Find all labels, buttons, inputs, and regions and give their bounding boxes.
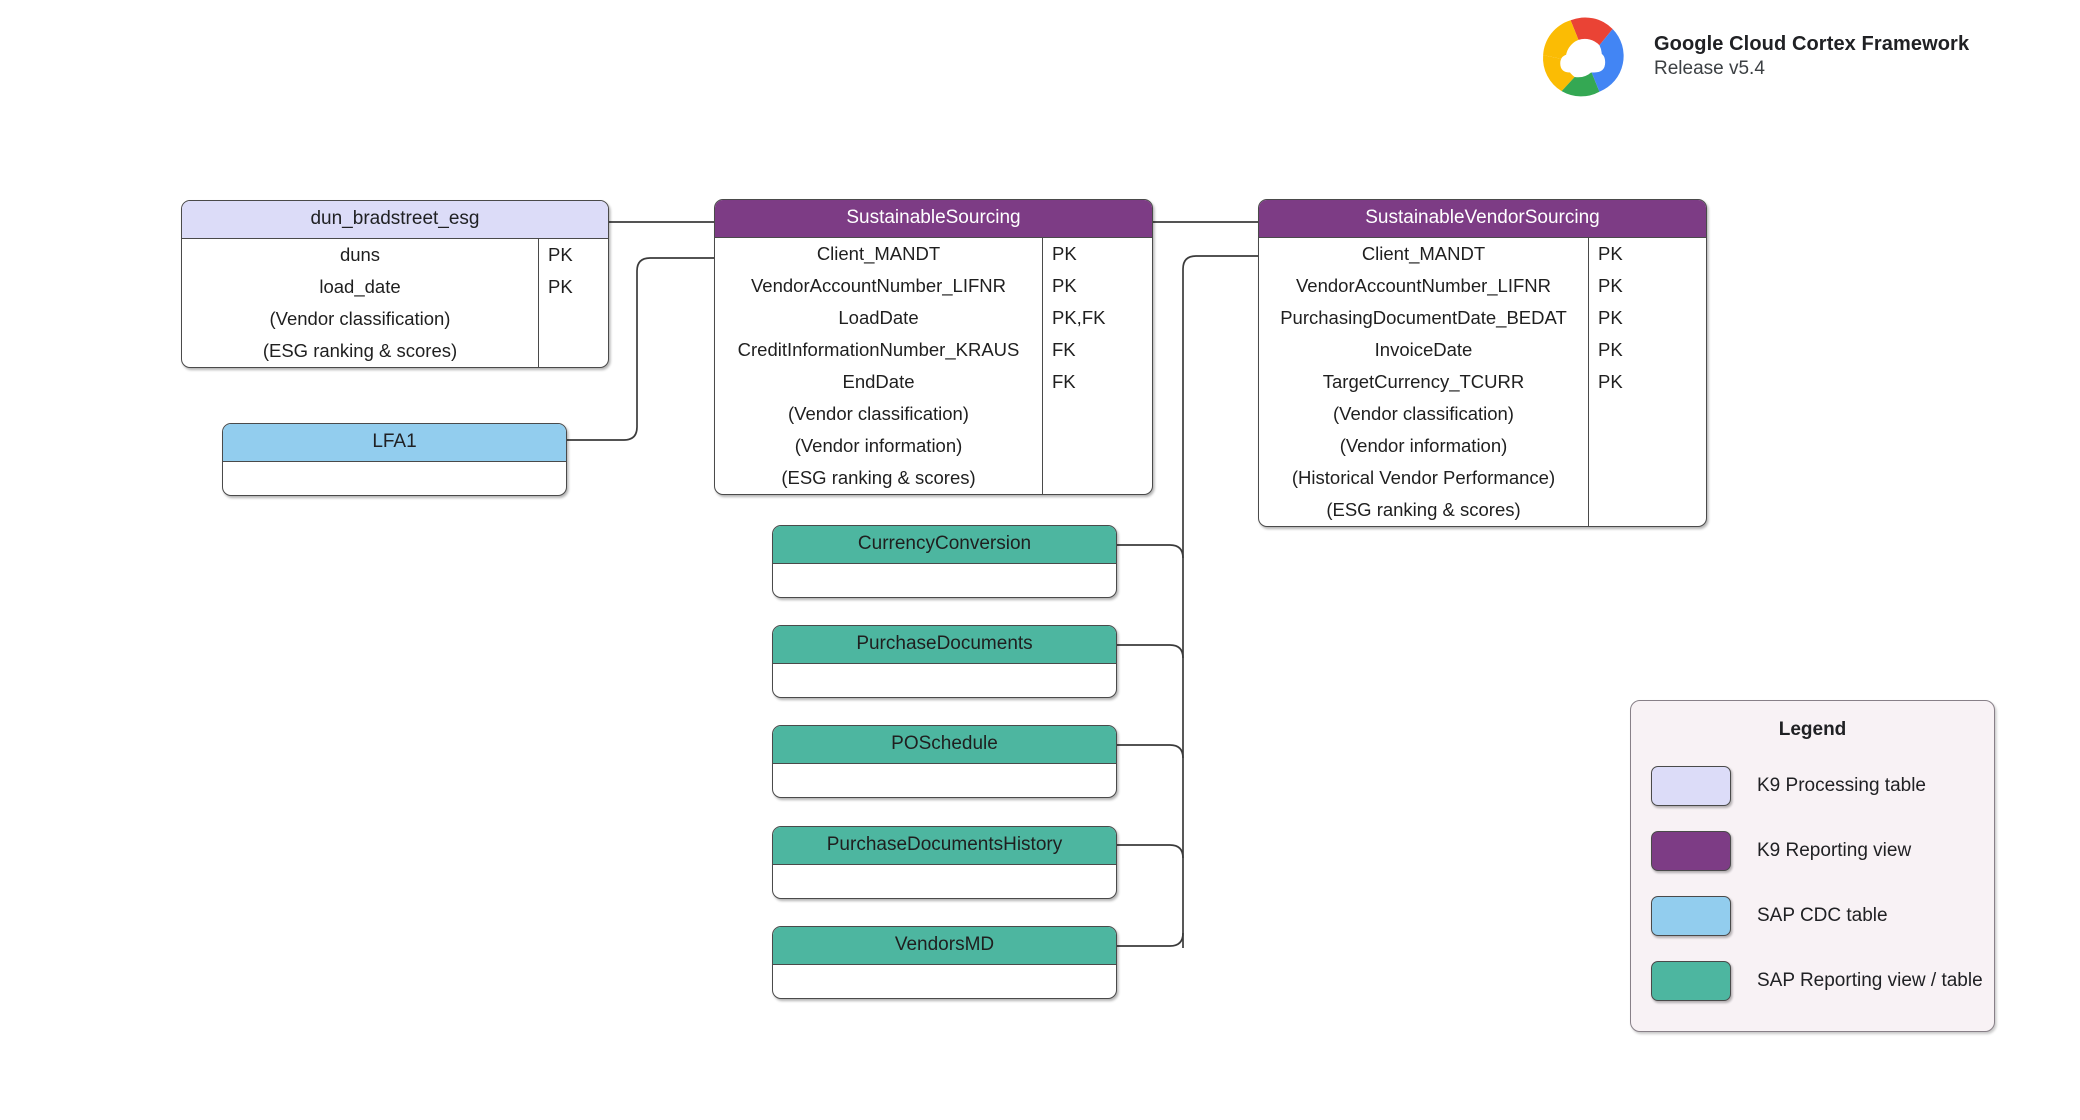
key-column: PK PK PK,FK FK FK xyxy=(1042,238,1152,494)
legend-swatch-icon xyxy=(1651,765,1731,806)
legend-panel: Legend K9 Processing table K9 Reporting … xyxy=(1630,700,1995,1032)
key-cell xyxy=(1589,398,1706,430)
entity-empty-body xyxy=(773,564,1116,597)
field-row: (ESG ranking & scores) xyxy=(262,340,458,361)
entity-vendors-md[interactable]: VendorsMD xyxy=(772,926,1117,999)
entity-title: SustainableVendorSourcing xyxy=(1259,200,1706,238)
key-cell: PK xyxy=(1598,339,1623,360)
field-row: PurchasingDocumentDate_BEDAT xyxy=(1280,307,1567,328)
field-row: (ESG ranking & scores) xyxy=(1326,499,1521,520)
entity-dun-bradstreet-esg[interactable]: dun_bradstreet_esg duns load_date (Vendo… xyxy=(181,200,609,368)
key-cell xyxy=(1043,398,1152,430)
key-cell xyxy=(1043,430,1152,462)
wire-vendorsmd-to-trunk xyxy=(1117,932,1184,947)
field-row: VendorAccountNumber_LIFNR xyxy=(1295,275,1552,296)
field-row: duns xyxy=(339,244,381,265)
field-row: EndDate xyxy=(842,371,915,392)
entity-empty-body xyxy=(773,664,1116,697)
wire-purchasedocumentshistory-to-trunk xyxy=(1117,844,1184,859)
entity-purchase-documents-history[interactable]: PurchaseDocumentsHistory xyxy=(772,826,1117,899)
legend-title: Legend xyxy=(1778,719,1847,740)
field-column: duns load_date (Vendor classification) (… xyxy=(182,239,538,367)
legend-label: K9 Processing table xyxy=(1757,774,1926,796)
key-cell xyxy=(1589,462,1706,494)
legend-label: SAP Reporting view / table xyxy=(1757,969,1983,991)
key-cell: FK xyxy=(1052,371,1076,392)
entity-purchase-documents[interactable]: PurchaseDocuments xyxy=(772,625,1117,698)
field-row: (Historical Vendor Performance) xyxy=(1291,467,1556,488)
entity-empty-body xyxy=(773,764,1116,797)
field-row: TargetCurrency_TCURR xyxy=(1322,371,1525,392)
entity-sustainable-vendor-sourcing[interactable]: SustainableVendorSourcing Client_MANDT V… xyxy=(1258,199,1707,527)
legend-item-k9-reporting-view: K9 Reporting view xyxy=(1651,818,1974,883)
key-cell xyxy=(1043,462,1152,494)
key-column: PK PK xyxy=(538,239,608,367)
wire-poschedule-to-trunk xyxy=(1117,744,1184,759)
field-row: LoadDate xyxy=(838,307,919,328)
key-cell: FK xyxy=(1052,339,1076,360)
legend-swatch-icon xyxy=(1651,895,1731,936)
wire-purchasedocuments-to-trunk xyxy=(1117,644,1184,659)
brand-header: Google Cloud Cortex Framework Release v5… xyxy=(1530,8,1969,104)
entity-empty-body xyxy=(773,965,1116,998)
key-cell xyxy=(539,303,608,335)
key-cell: PK,FK xyxy=(1052,307,1106,328)
field-row: InvoiceDate xyxy=(1374,339,1473,360)
field-row: (Vendor information) xyxy=(794,435,963,456)
field-row: load_date xyxy=(319,276,401,297)
entity-empty-body xyxy=(223,462,566,495)
entity-title: SustainableSourcing xyxy=(715,200,1152,238)
key-cell xyxy=(1589,494,1706,526)
field-row: (Vendor classification) xyxy=(269,308,451,329)
legend-label: K9 Reporting view xyxy=(1757,839,1912,861)
key-cell xyxy=(539,335,608,367)
entity-title: PurchaseDocuments xyxy=(773,626,1116,664)
key-cell: PK xyxy=(1598,243,1623,264)
key-cell: PK xyxy=(1598,307,1623,328)
entity-title: LFA1 xyxy=(223,424,566,462)
field-row: (Vendor classification) xyxy=(1333,403,1514,424)
legend-item-sap-reporting-view: SAP Reporting view / table xyxy=(1651,948,1983,1013)
entity-sustainable-sourcing[interactable]: SustainableSourcing Client_MANDT VendorA… xyxy=(714,199,1153,495)
entity-po-schedule[interactable]: POSchedule xyxy=(772,725,1117,798)
key-cell: PK xyxy=(1598,371,1623,392)
field-row: VendorAccountNumber_LIFNR xyxy=(750,275,1007,296)
key-cell: PK xyxy=(1052,275,1077,296)
entity-lfa1[interactable]: LFA1 xyxy=(222,423,567,496)
google-cloud-logo xyxy=(1543,17,1624,97)
entity-currency-conversion[interactable]: CurrencyConversion xyxy=(772,525,1117,598)
legend-label: SAP CDC table xyxy=(1757,904,1888,926)
field-row: Client_MANDT xyxy=(816,243,941,264)
key-cell: PK xyxy=(1598,275,1623,296)
field-row: (Vendor classification) xyxy=(788,403,969,424)
field-column: Client_MANDT VendorAccountNumber_LIFNR L… xyxy=(715,238,1042,494)
legend-swatch-icon xyxy=(1651,830,1731,871)
entity-title: dun_bradstreet_esg xyxy=(182,201,608,239)
legend-swatch-icon xyxy=(1651,960,1731,1001)
entity-title: CurrencyConversion xyxy=(773,526,1116,564)
brand-title: Google Cloud Cortex Framework xyxy=(1654,32,1970,55)
field-row: (Vendor information) xyxy=(1339,435,1508,456)
wire-currencyconversion-to-trunk xyxy=(1117,544,1184,559)
field-row: CreditInformationNumber_KRAUS xyxy=(737,339,1020,360)
entity-title: PurchaseDocumentsHistory xyxy=(773,827,1116,865)
wire-trunk-vendorsourcing xyxy=(1182,255,1258,948)
key-column: PK PK PK PK PK xyxy=(1588,238,1706,526)
key-cell xyxy=(1589,430,1706,462)
key-cell: PK xyxy=(548,244,573,265)
field-row: Client_MANDT xyxy=(1361,243,1486,264)
entity-empty-body xyxy=(773,865,1116,898)
entity-title: POSchedule xyxy=(773,726,1116,764)
field-row: (ESG ranking & scores) xyxy=(781,467,976,488)
brand-release: Release v5.4 xyxy=(1654,57,1765,79)
key-cell: PK xyxy=(1052,243,1077,264)
legend-item-sap-cdc-table: SAP CDC table xyxy=(1651,883,1974,948)
legend-item-k9-processing-table: K9 Processing table xyxy=(1651,753,1974,818)
entity-title: VendorsMD xyxy=(773,927,1116,965)
key-cell: PK xyxy=(548,276,573,297)
field-column: Client_MANDT VendorAccountNumber_LIFNR P… xyxy=(1259,238,1588,526)
